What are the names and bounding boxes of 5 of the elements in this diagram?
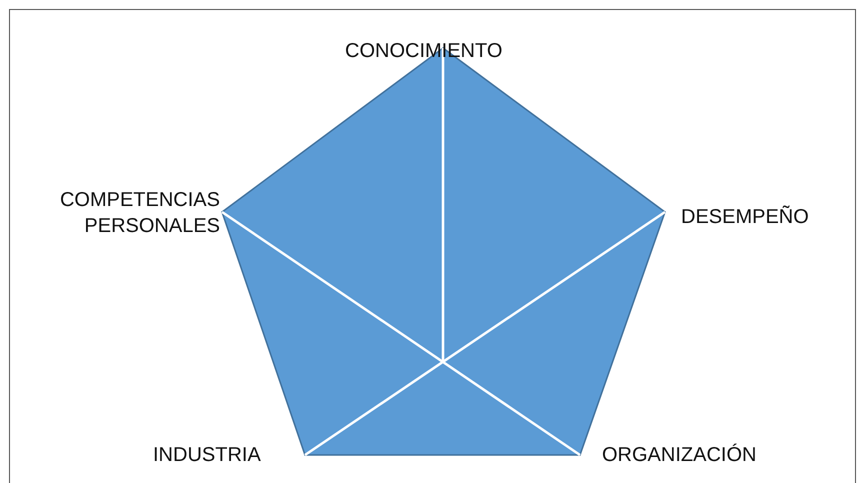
axis-label: DESEMPEÑO <box>681 204 809 230</box>
axis-label: COMPETENCIAS PERSONALES <box>58 188 220 239</box>
axis-label: CONOCIMIENTO <box>345 39 502 64</box>
axis-label: INDUSTRIA <box>153 443 261 468</box>
axis-label: ORGANIZACIÓN <box>602 442 756 468</box>
